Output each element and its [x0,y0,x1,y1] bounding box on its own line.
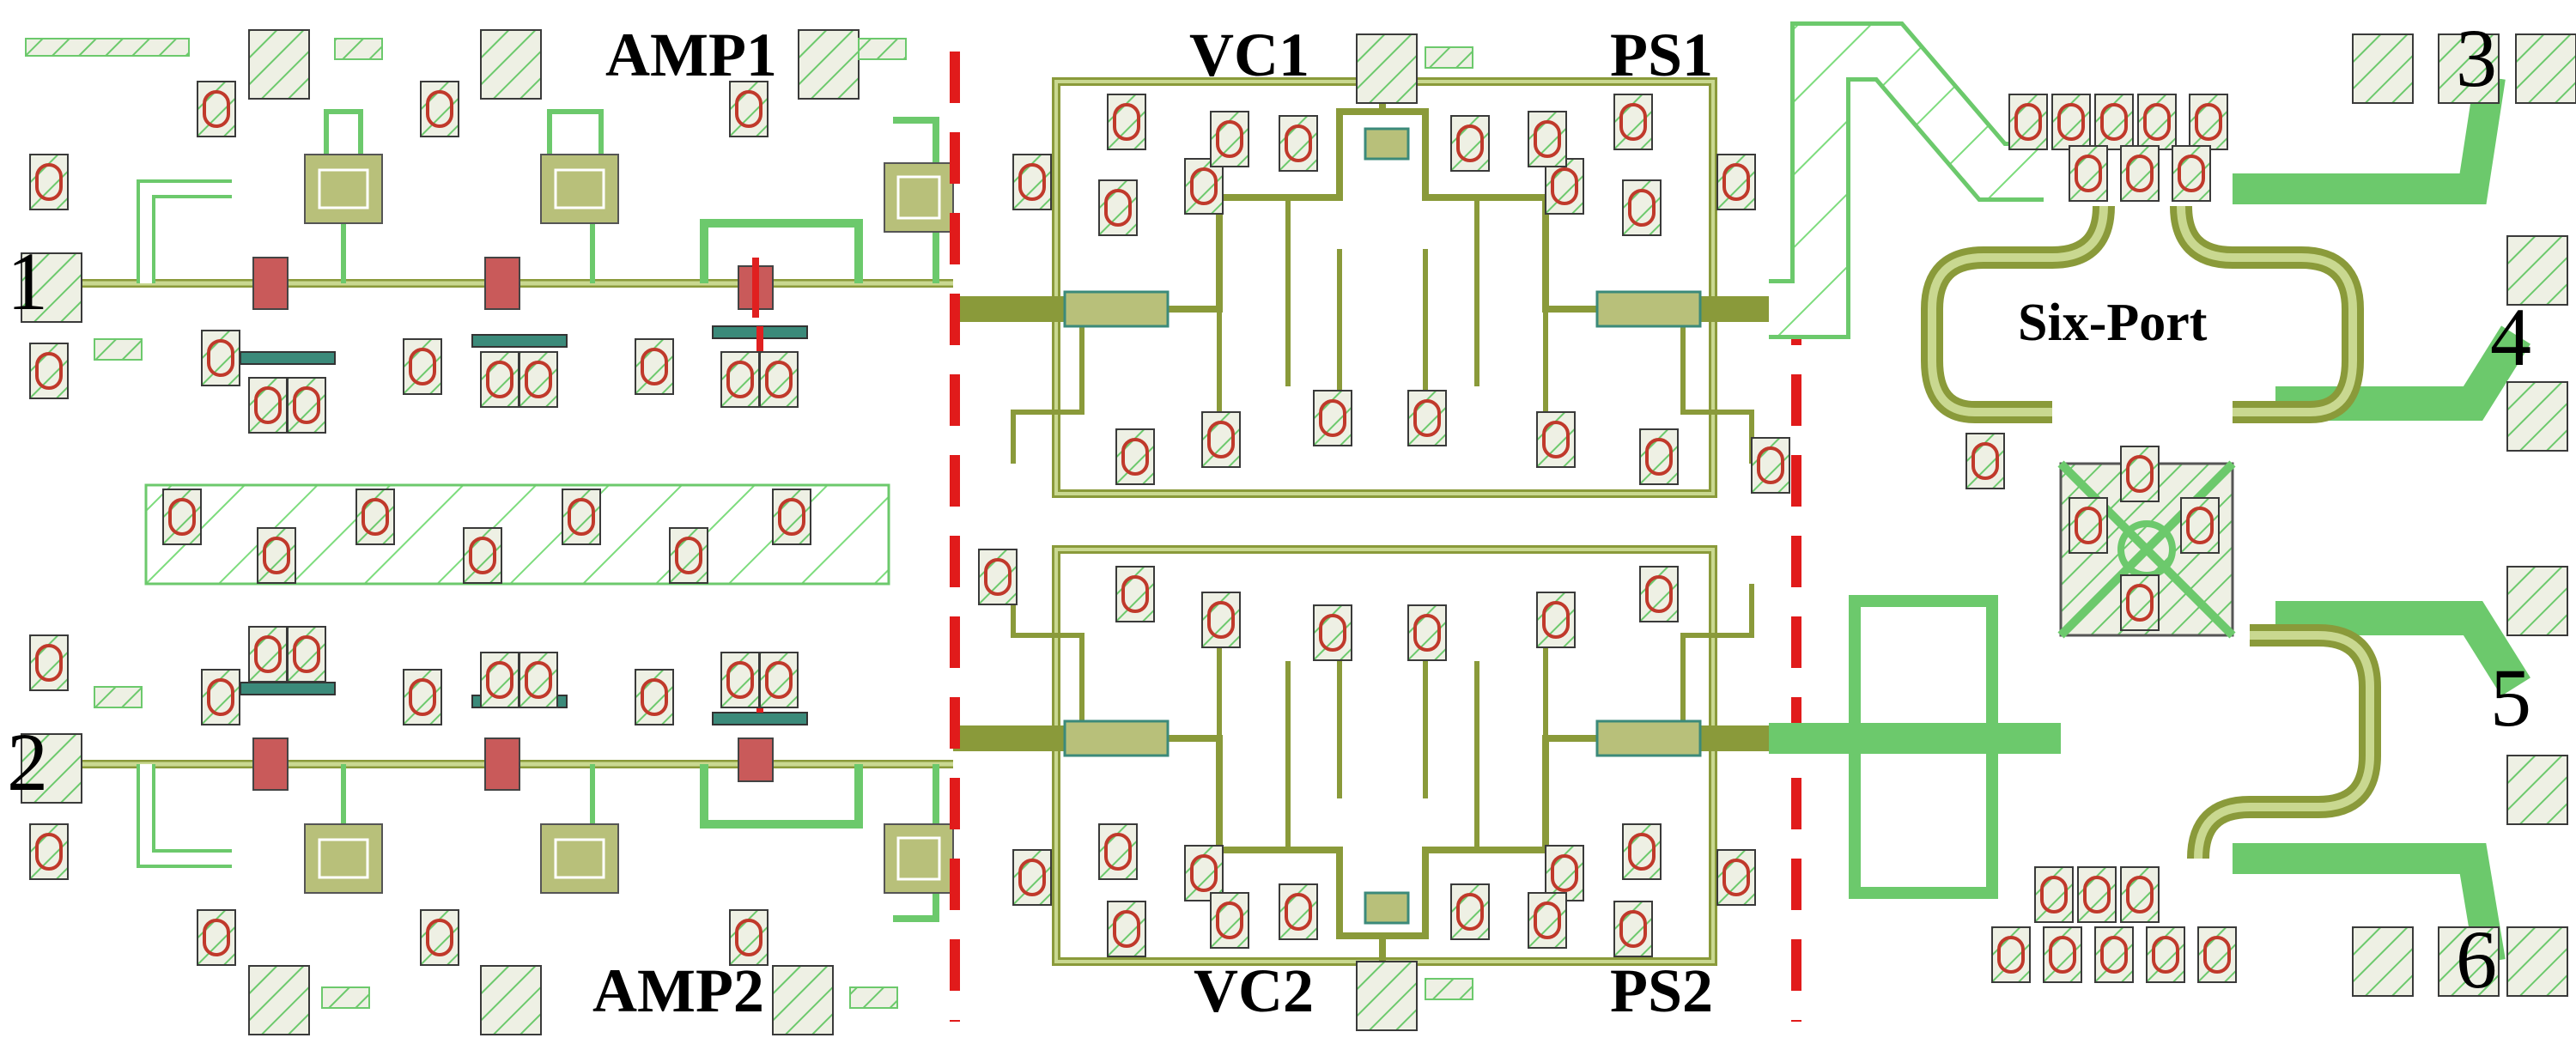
vc-ps-block [953,33,1791,1031]
amp2-label: AMP2 [592,956,764,1025]
bias-strip [144,483,890,586]
port-5-label: 5 [2490,652,2531,744]
port-2-label: 2 [7,716,48,808]
ps1-label: PS1 [1610,21,1714,89]
ps2-label: PS2 [1610,956,1714,1025]
port-6-label: 6 [2456,914,2497,1005]
vc2-label: VC2 [1194,956,1314,1025]
amp1-block [25,29,954,434]
vc1-label: VC1 [1189,21,1309,89]
amp1-label: AMP1 [605,21,777,89]
port-1-label: 1 [7,235,48,327]
port-3-label: 3 [2456,12,2497,104]
six-port-block [21,21,2576,997]
port-4-label: 4 [2490,291,2531,383]
six-port-label: Six-Port [2018,294,2208,352]
amp2-block [28,625,954,1035]
